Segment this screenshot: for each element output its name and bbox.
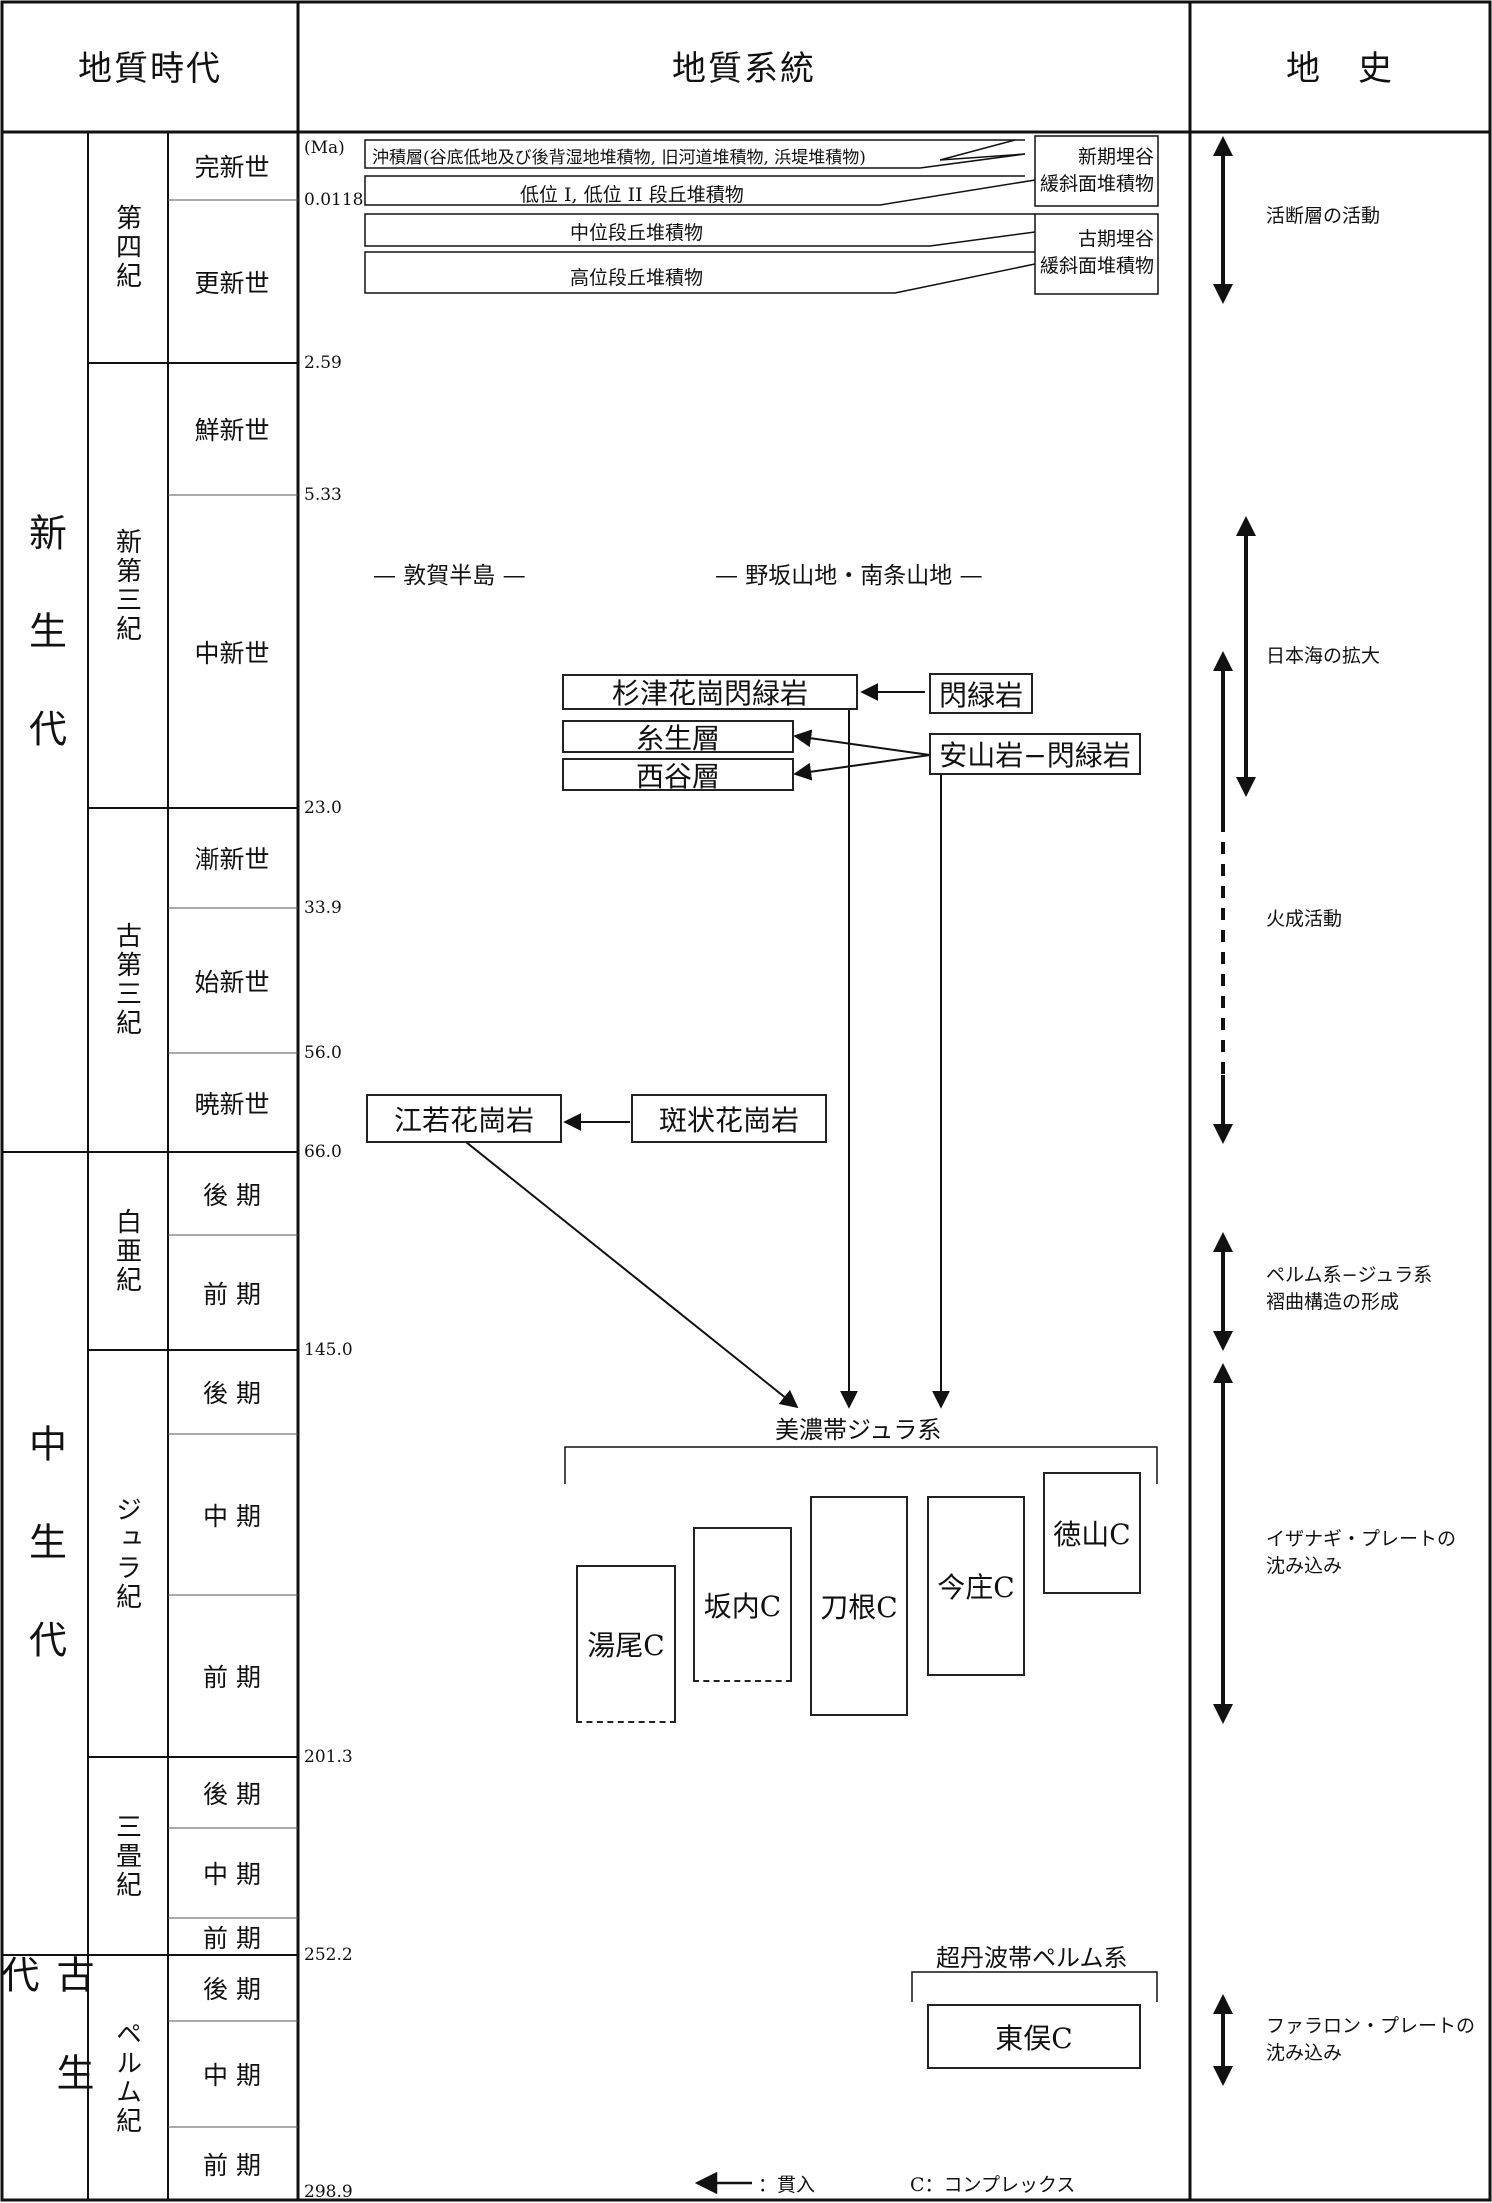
high-terrace-deposit: 高位段丘堆積物 [570,267,704,289]
epoch-permian-middle: 中 期 [203,2061,261,2090]
legend-intrusion: ：貫入 [758,2174,816,2196]
complex-label: 湯尾C [587,1629,665,1662]
epoch-jurassic-middle: 中 期 [203,1501,261,1531]
complex-box-tokuyama: 徳山C [1043,1472,1141,1594]
epoch-triassic-early: 前 期 [203,1923,261,1953]
age-label: 2.59 [304,353,342,373]
diorite-box: 閃緑岩 [929,673,1033,714]
sugizu-granodiorite-box: 杉津花崗閃緑岩 [562,674,858,710]
complex-label: 今庄C [937,1571,1015,1604]
low-terrace-deposit: 低位 I, 低位 II 段丘堆積物 [520,184,744,206]
complex-box-tone: 刀根C [810,1496,908,1716]
ewaka-granite-box: 江若花崗岩 [366,1094,562,1143]
middle-terrace-deposit: 中位段丘堆積物 [570,222,704,244]
itoo-formation-box: 糸生層 [562,720,794,755]
header-geologic-history: 地 史 [1286,48,1394,89]
complex-box-imajo: 今庄C [927,1496,1025,1676]
epoch-cretaceous-early: 前 期 [203,1279,261,1309]
period-permian: ペルム紀 [111,2019,142,2136]
epoch-permian-late: 後 期 [203,1975,261,2004]
age-label: 5.33 [304,485,342,505]
complex-box-yunoo: 湯尾C [576,1565,676,1723]
age-label: 145.0 [304,1340,353,1360]
age-label: 298.9 [304,2182,353,2202]
epoch-oligocene: 漸新世 [194,845,270,874]
epoch-permian-early: 前 期 [203,2150,261,2180]
history-farallon-subduction: ファラロン・プレートの 沈み込み [1266,2015,1476,2064]
epoch-paleocene: 暁新世 [194,1089,270,1119]
era-paleozoic: 古 生 代 [0,1955,94,2116]
complex-box-sakauchi: 坂内C [693,1527,792,1682]
age-label: 23.0 [304,798,342,818]
age-label: 252.2 [304,1945,353,1965]
complex-label: 坂内C [703,1589,782,1623]
epoch-triassic-late: 後 期 [203,1779,261,1809]
alluvium-deposit: 沖積層(谷底低地及び後背湿地堆積物, 旧河道堆積物, 浜堤堆積物) [372,148,866,168]
nishitani-formation-box: 西谷層 [562,758,794,793]
history-izanagi-subduction: イザナギ・プレートの 沈み込み [1266,1528,1457,1577]
andesite-diorite-box: 安山岩−閃緑岩 [929,733,1141,775]
history-japan-sea-opening: 日本海の拡大 [1266,645,1381,667]
age-label: 201.3 [304,1747,353,1767]
era-cenozoic: 新 生 代 [22,512,67,772]
epoch-eocene: 始新世 [194,967,270,997]
complex-label: 東俣C [995,2021,1073,2055]
header-geologic-age: 地質時代 [78,48,222,89]
header-geologic-system: 地質系統 [672,48,816,89]
period-quaternary: 第四紀 [111,204,142,291]
epoch-triassic-middle: 中 期 [203,1860,261,1889]
era-mesozoic: 中 生 代 [22,1424,67,1683]
age-label: 0.0118 [304,190,364,210]
complex-label: 徳山C [1053,1518,1131,1551]
age-label: 66.0 [304,1142,342,1162]
history-fold-structure: ペルム系−ジュラ系 褶曲構造の形成 [1266,1264,1433,1313]
complex-label: 刀根C [820,1591,898,1624]
old-valley-fill-deposit: 古期埋谷 緩斜面堆積物 [1039,228,1154,277]
epoch-pliocene: 鮮新世 [194,416,270,445]
complex-box-higashimata: 東俣C [927,2004,1141,2069]
mino-belt-title: 美濃帯ジュラ系 [775,1416,942,1444]
epoch-jurassic-late: 後 期 [203,1379,261,1408]
age-label: 56.0 [304,1043,342,1063]
porphyritic-granite-box: 斑状花崗岩 [631,1094,827,1143]
new-valley-fill-deposit: 新期埋谷 緩斜面堆積物 [1039,146,1154,195]
epoch-pleistocene: 更新世 [194,268,270,298]
period-cretaceous: 白亜紀 [111,1207,142,1295]
period-triassic: 三畳紀 [111,1812,142,1900]
period-jurassic: ジュラ紀 [111,1495,142,1612]
history-active-faults: 活断層の活動 [1266,205,1381,227]
region-nosaka-nanjo-mountains: — 野坂山地・南条山地 — [715,563,983,589]
ultra-tamba-belt-title: 超丹波帯ペルム系 [936,1944,1128,1972]
region-tsuruga-peninsula: — 敦賀半島 — [373,563,526,589]
epoch-cretaceous-late: 後 期 [203,1180,261,1210]
legend-complex: C：コンプレックス [910,2174,1076,2196]
epoch-holocene: 完新世 [194,153,270,182]
history-igneous-activity: 火成活動 [1266,908,1343,930]
age-label: 33.9 [304,898,342,918]
age-unit: (Ma) [304,138,345,158]
epoch-miocene: 中新世 [194,638,270,668]
epoch-jurassic-early: 前 期 [203,1663,261,1692]
period-neogene: 新第三紀 [111,527,142,644]
period-paleogene: 古第三紀 [111,922,142,1038]
